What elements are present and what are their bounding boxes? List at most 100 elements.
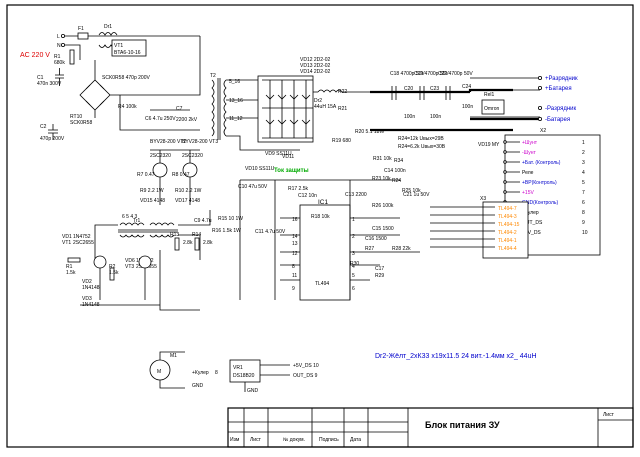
r1-driver-value: 1.5k [66, 270, 76, 276]
c16-label: C16 1500 [365, 236, 387, 242]
ds-line-1: +5V_DS 10 [293, 363, 319, 369]
output-rectifier: VD12 2D2-02 VD13 2D2-02 VD14 2D2-02 VD9 … [245, 57, 384, 172]
r28-label: R28 22k [392, 246, 411, 252]
rt10-ref: RT10 [70, 114, 82, 120]
vd10-label: VD10 SS11U [245, 166, 275, 172]
ic1-pin-7: 9 [292, 286, 295, 292]
terminal-l-pin [61, 34, 66, 39]
r13-ref: R13 [170, 232, 179, 238]
r26-label: R26 100k [372, 203, 394, 209]
vt1-driver-ref: VT1 [62, 240, 71, 246]
relay-value: Omron [484, 106, 500, 112]
x3-box [482, 201, 529, 259]
vd11-label: VD11 [282, 154, 294, 160]
x2-row-pin-1: 1 [582, 140, 585, 146]
vd1-ref: VD1 [62, 234, 72, 240]
tb-header-5: Дата [350, 437, 361, 443]
vd17-label: VD17 4148 [175, 198, 200, 204]
r23-label: R23 10k [372, 176, 391, 182]
out-label-3: -Разрядник [545, 106, 577, 112]
fan-section: M M1 +Кулер 8 GND [149, 351, 218, 389]
x3-ref: X3 [480, 196, 486, 202]
r10-label: R10 2.2 1W [175, 188, 202, 194]
dr1-ref: Dr1 [104, 24, 112, 30]
relay-ref: Rel1 [484, 92, 495, 98]
x2-row-label-3: +Бат. (Контроль) [522, 160, 561, 166]
x2-row-pin-8: 8 [582, 210, 585, 216]
rt10-value: SCK0R58 [70, 120, 92, 126]
c20-label: C20 [404, 86, 413, 92]
fan-pin: 8 [215, 370, 218, 376]
ds-part: DS18B20 [233, 373, 255, 379]
relay-box [481, 99, 505, 115]
tb-sheet-label: Лист [603, 412, 615, 418]
vd15-label: VD15 4148 [140, 198, 165, 204]
x2-pin-2 [503, 150, 507, 154]
vt2-label: BYV28-200 VT2 [150, 139, 186, 145]
resistor-r2-driver [109, 267, 115, 281]
t2-ref: T2 [210, 73, 216, 79]
ds-ref: VR1 [233, 365, 243, 371]
ds-gnd: GND [247, 388, 259, 394]
driver-transistor-1 [93, 255, 107, 269]
ic1-pin-5: 8 [292, 264, 295, 270]
title-block-frame [227, 407, 634, 448]
x2-row-pin-6: 7 [582, 190, 585, 196]
x2-pin-3 [503, 160, 507, 164]
c9-label: C9 4.7u [194, 218, 212, 224]
note-1: R24=12k Uвых=29В [398, 136, 444, 142]
title-block: Изм Лист № докум. Подпись Дата Блок пита… [227, 407, 634, 448]
vd3-value: 1N4148 [82, 302, 100, 308]
choke-note: Dr2-Жёлт_2хК33 х19х11.5 24 вит.-1.4мм х2… [375, 353, 537, 360]
r1-ref: R1 [54, 54, 61, 60]
x2-row-label-5: +ВР(Контроль) [522, 180, 557, 186]
ic1-pin-13: 6 [352, 286, 355, 292]
out-label-4: -Батарея [545, 117, 570, 123]
vd2-ref: VD2 [82, 279, 92, 285]
x2-ref: X2 [540, 128, 546, 134]
atm2-label: SCK0R58 470p 200V [102, 75, 150, 81]
c6-label: C6 4.7u 250V [145, 116, 176, 122]
x2-row-label-2: -Шунт [522, 150, 537, 156]
vt1-value: BTA6-10-16 [114, 50, 141, 56]
r34-label: R34 [394, 158, 403, 164]
out-terminal-4 [538, 117, 543, 122]
vd9-label: VD9 SS11U [265, 151, 292, 157]
r14-ref: R14 [192, 232, 201, 238]
vt1-box [111, 39, 147, 57]
x3-row-1: TL494-7 [498, 206, 517, 212]
ic1-pin-6: 11 [292, 273, 297, 279]
fan-label: +Кулер [192, 370, 209, 376]
c7-ref: C7 [176, 106, 183, 112]
vt1-ref: VT1 [114, 43, 123, 49]
mains-input: L N AC 220 V F1 R1 680k C1 470n 300V Dr1… [20, 24, 201, 142]
x2-pin-5 [503, 180, 507, 184]
x3-row-2: TL494-3 [498, 214, 517, 220]
ic1-ref: IC1 [318, 199, 329, 206]
diode-block [257, 75, 314, 143]
r27-label: R27 [365, 246, 374, 252]
x3-row-4: TL494-2 [498, 230, 517, 236]
x2-row-label-10: +5V_DS [522, 230, 541, 236]
ic1-pin-4: 12 [292, 251, 298, 257]
fan-gnd: GND [192, 383, 204, 389]
c17-label: C17 [375, 266, 384, 272]
ic1-pin-10: 3 [352, 251, 355, 257]
x2-pin-4 [503, 170, 507, 174]
vd19-label: VD19 MY [478, 142, 500, 148]
vd2-value: 1N4148 [82, 285, 100, 291]
resistor-r14 [194, 237, 200, 251]
c2-ref: C2 [40, 124, 47, 130]
r21-label: R21 [338, 106, 347, 112]
r20-label: R20 5.1 18W [355, 129, 384, 135]
connector-x3: X3 TL494-7 TL494-3 TL494-15 TL494-2 TL49… [430, 196, 529, 259]
out-label-2: +Батарея [545, 86, 572, 92]
c18-label: C18 4700p 50V [390, 71, 425, 77]
r9-label: R9 2.2 1W [140, 188, 164, 194]
c24-label: C24 [462, 84, 471, 90]
x2-row-label-7: GND(Контроль) [522, 200, 558, 206]
transistor-left [152, 162, 168, 178]
r4-label: R4 100k [118, 104, 137, 110]
r25-label: R25 10k [402, 188, 421, 194]
tb-header-3: № докум. [283, 437, 305, 443]
